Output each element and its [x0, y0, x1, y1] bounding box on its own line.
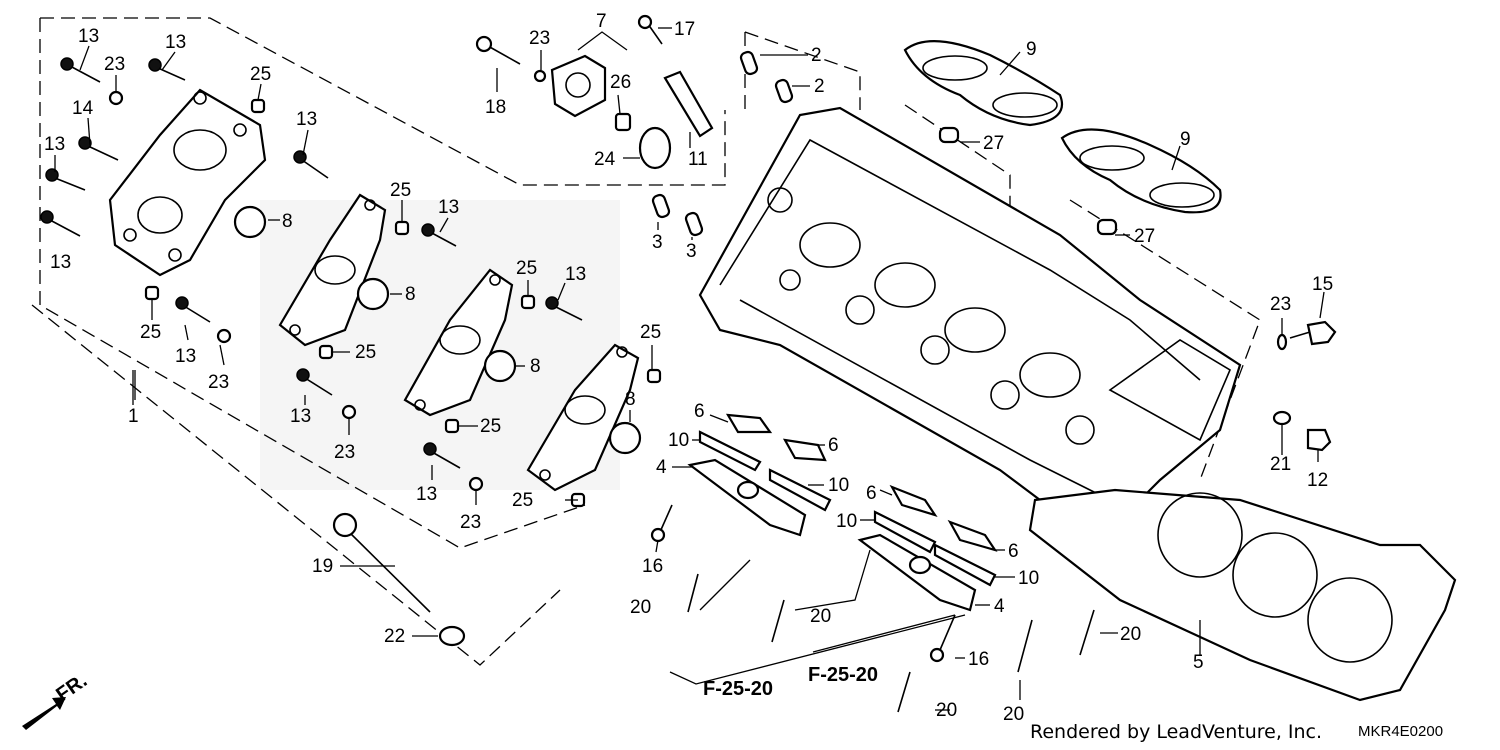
callout-10: 10: [836, 511, 857, 532]
front-direction-arrow-icon: [22, 697, 66, 730]
callout-23: 23: [334, 442, 355, 463]
callout-13: 13: [438, 197, 459, 218]
section-reference-link[interactable]: F-25-20: [703, 678, 773, 700]
callout-25: 25: [140, 322, 161, 343]
right-small-parts[interactable]: [1272, 320, 1337, 452]
callout-7: 7: [596, 11, 607, 32]
washers-and-dowels[interactable]: [108, 90, 662, 508]
callout-6: 6: [694, 401, 705, 422]
callout-12: 12: [1307, 470, 1328, 491]
callout-8: 8: [405, 284, 416, 305]
holder-bolts[interactable]: [40, 57, 583, 469]
callout-25: 25: [640, 322, 661, 343]
callout-16: 16: [968, 649, 989, 670]
callout-18: 18: [485, 97, 506, 118]
callout-13: 13: [175, 346, 196, 367]
callout-13: 13: [296, 109, 317, 130]
callout-25: 25: [512, 490, 533, 511]
callout-14: 14: [72, 98, 94, 119]
callout-20: 20: [1003, 704, 1024, 725]
callout-25: 25: [480, 416, 501, 437]
leader-lines: [54, 27, 1325, 711]
callout-10: 10: [828, 475, 849, 496]
callout-5: 5: [1193, 652, 1204, 673]
callout-3: 3: [652, 232, 663, 253]
callout-10: 10: [668, 430, 689, 451]
callout-25: 25: [355, 342, 376, 363]
callout-2: 2: [811, 45, 822, 66]
o-rings[interactable]: [233, 205, 642, 455]
callout-8: 8: [530, 356, 541, 377]
callout-20: 20: [810, 606, 831, 627]
callout-6: 6: [866, 483, 877, 504]
callout-25: 25: [250, 64, 271, 85]
callout-9: 9: [1180, 129, 1191, 150]
callout-25: 25: [516, 258, 537, 279]
callout-labels: 13 13 23 25 14 13 8 13 25 13 23 1 13 25 …: [44, 11, 1443, 743]
callout-20: 20: [630, 597, 651, 618]
callout-16: 16: [642, 556, 663, 577]
callout-21: 21: [1270, 454, 1291, 475]
callout-19: 19: [312, 556, 333, 577]
top-small-parts[interactable]: [475, 14, 714, 170]
callout-20: 20: [936, 700, 957, 721]
callout-9: 9: [1026, 39, 1037, 60]
callout-26: 26: [610, 72, 631, 93]
callout-15: 15: [1312, 274, 1333, 295]
callout-13: 13: [416, 484, 437, 505]
callout-27: 27: [983, 133, 1004, 154]
callout-13: 13: [290, 406, 311, 427]
rocker-arms[interactable]: [687, 413, 998, 612]
callout-10: 10: [1018, 568, 1039, 589]
diagram-code: MKR4E0200: [1358, 723, 1443, 740]
callout-25: 25: [390, 180, 411, 201]
studs-and-bolts[interactable]: [650, 504, 1095, 713]
stud-bolt-19[interactable]: [332, 512, 466, 647]
callout-13: 13: [165, 32, 186, 53]
section-reference-link[interactable]: F-25-20: [808, 664, 878, 686]
callout-22: 22: [384, 626, 405, 647]
callout-13: 13: [44, 134, 65, 155]
intake-gaskets[interactable]: [903, 40, 1222, 214]
callout-23: 23: [460, 512, 481, 533]
callout-6: 6: [1008, 541, 1019, 562]
callout-23: 23: [1270, 294, 1291, 315]
callout-17: 17: [674, 19, 695, 40]
camshaft-holder-1[interactable]: [108, 88, 267, 277]
callout-13: 13: [50, 252, 71, 273]
callout-23: 23: [104, 54, 125, 75]
callout-1: 1: [128, 406, 139, 427]
callout-13: 13: [78, 26, 99, 47]
callout-23: 23: [529, 28, 550, 49]
camshaft-holder-4[interactable]: [526, 343, 640, 492]
callout-20: 20: [1120, 624, 1141, 645]
callout-8: 8: [282, 211, 293, 232]
callout-13: 13: [565, 264, 586, 285]
callout-6: 6: [828, 435, 839, 456]
callout-4: 4: [994, 596, 1005, 617]
dowel-pins[interactable]: [651, 50, 1118, 237]
callout-27: 27: [1134, 226, 1155, 247]
render-credit: Rendered by LeadVenture, Inc.: [1030, 721, 1322, 743]
callout-24: 24: [594, 149, 616, 170]
camshaft-holder-3[interactable]: [403, 268, 514, 417]
callout-11: 11: [688, 149, 708, 170]
callout-3: 3: [686, 241, 697, 262]
callout-4: 4: [656, 457, 667, 478]
callout-8: 8: [625, 389, 636, 410]
camshaft-holder-2[interactable]: [278, 193, 387, 347]
callout-23: 23: [208, 372, 229, 393]
callout-2: 2: [814, 76, 825, 97]
head-gasket[interactable]: [1028, 488, 1457, 702]
cylinder-head[interactable]: [698, 106, 1242, 522]
